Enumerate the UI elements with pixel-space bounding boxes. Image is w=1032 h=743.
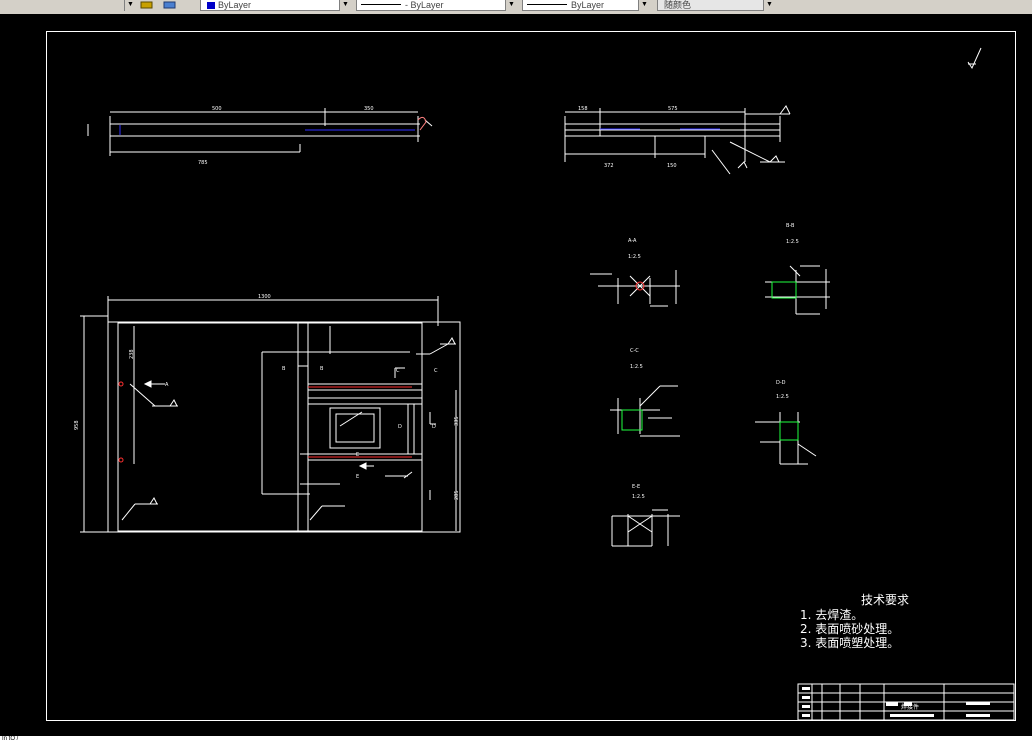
svg-text:B: B bbox=[282, 366, 286, 372]
svg-text:238: 238 bbox=[129, 349, 135, 359]
color-swatch bbox=[207, 2, 215, 9]
svg-text:958: 958 bbox=[74, 420, 80, 430]
section-c-c bbox=[610, 385, 680, 437]
title-block-part-name: 焊接件 bbox=[901, 705, 920, 711]
svg-text:1:2.5: 1:2.5 bbox=[786, 239, 799, 245]
svg-text:150: 150 bbox=[667, 163, 677, 169]
plotstyle-dropdown-arrow[interactable]: ▼ bbox=[763, 0, 775, 11]
tech-requirement-item: 2. 表面喷砂处理。 bbox=[800, 622, 900, 636]
lineweight-control[interactable]: ByLayer bbox=[522, 0, 650, 11]
section-e-e bbox=[611, 509, 680, 547]
section-a-a bbox=[590, 270, 680, 307]
svg-text:1:2.5: 1:2.5 bbox=[776, 394, 789, 400]
layer-previous-icon[interactable] bbox=[163, 0, 177, 10]
roughness-symbol bbox=[967, 47, 982, 70]
plotstyle-control[interactable]: 随颜色 bbox=[657, 0, 773, 11]
color-dropdown-arrow[interactable]: ▼ bbox=[339, 0, 351, 11]
layer-dropdown-arrow[interactable]: ▼ bbox=[124, 0, 136, 11]
linetype-control[interactable]: - ByLayer bbox=[356, 0, 516, 11]
front-view bbox=[80, 296, 461, 533]
svg-text:C-C: C-C bbox=[630, 348, 639, 354]
svg-text:575: 575 bbox=[668, 106, 678, 112]
tech-requirement-item: 1. 去焊渣。 bbox=[800, 608, 864, 622]
svg-text:785: 785 bbox=[198, 160, 208, 166]
svg-text:285: 285 bbox=[454, 490, 460, 500]
tech-requirements-title: 技术要求 bbox=[861, 593, 910, 607]
svg-text:372: 372 bbox=[604, 163, 614, 169]
tech-requirement-item: 3. 表面喷塑处理。 bbox=[800, 636, 900, 650]
color-control[interactable]: ByLayer bbox=[200, 0, 350, 11]
layer-state-icon[interactable] bbox=[140, 0, 154, 10]
linetype-dropdown-arrow[interactable]: ▼ bbox=[505, 0, 517, 11]
svg-text:E: E bbox=[356, 452, 359, 458]
svg-text:A-A: A-A bbox=[628, 238, 637, 244]
drawing-canvas[interactable]: 500 350 785 158 575 372 150 1300 958 238… bbox=[0, 14, 1032, 736]
svg-text:D-D: D-D bbox=[776, 380, 786, 386]
section-d-d bbox=[755, 412, 817, 465]
command-line[interactable]: In tO / bbox=[0, 736, 1032, 743]
svg-text:335: 335 bbox=[454, 416, 460, 426]
svg-text:E: E bbox=[356, 474, 359, 480]
svg-text:1300: 1300 bbox=[258, 294, 271, 300]
svg-text:E-E: E-E bbox=[632, 484, 640, 490]
svg-text:1:2.5: 1:2.5 bbox=[632, 494, 645, 500]
section-b-b bbox=[765, 265, 830, 315]
properties-toolbar: ▼ ByLayer ▼ - ByLayer ▼ ByLayer ▼ 随颜色 ▼ bbox=[0, 0, 1032, 15]
svg-text:1:2.5: 1:2.5 bbox=[630, 364, 643, 370]
side-view-right bbox=[564, 105, 791, 175]
lineweight-dropdown-arrow[interactable]: ▼ bbox=[638, 0, 650, 11]
svg-text:C: C bbox=[434, 368, 438, 374]
svg-text:1:2.5: 1:2.5 bbox=[628, 254, 641, 260]
svg-text:B: B bbox=[320, 366, 324, 372]
svg-text:C: C bbox=[396, 368, 400, 374]
side-view-left bbox=[87, 108, 433, 156]
svg-text:D: D bbox=[432, 424, 436, 430]
cad-drawing: 500 350 785 158 575 372 150 1300 958 238… bbox=[74, 47, 1015, 721]
drawing-border bbox=[46, 31, 1016, 721]
svg-text:B-B: B-B bbox=[786, 223, 795, 229]
svg-text:158: 158 bbox=[578, 106, 588, 112]
svg-text:D: D bbox=[398, 424, 402, 430]
svg-text:350: 350 bbox=[364, 106, 374, 112]
svg-text:A: A bbox=[165, 382, 169, 388]
svg-text:500: 500 bbox=[212, 106, 222, 112]
